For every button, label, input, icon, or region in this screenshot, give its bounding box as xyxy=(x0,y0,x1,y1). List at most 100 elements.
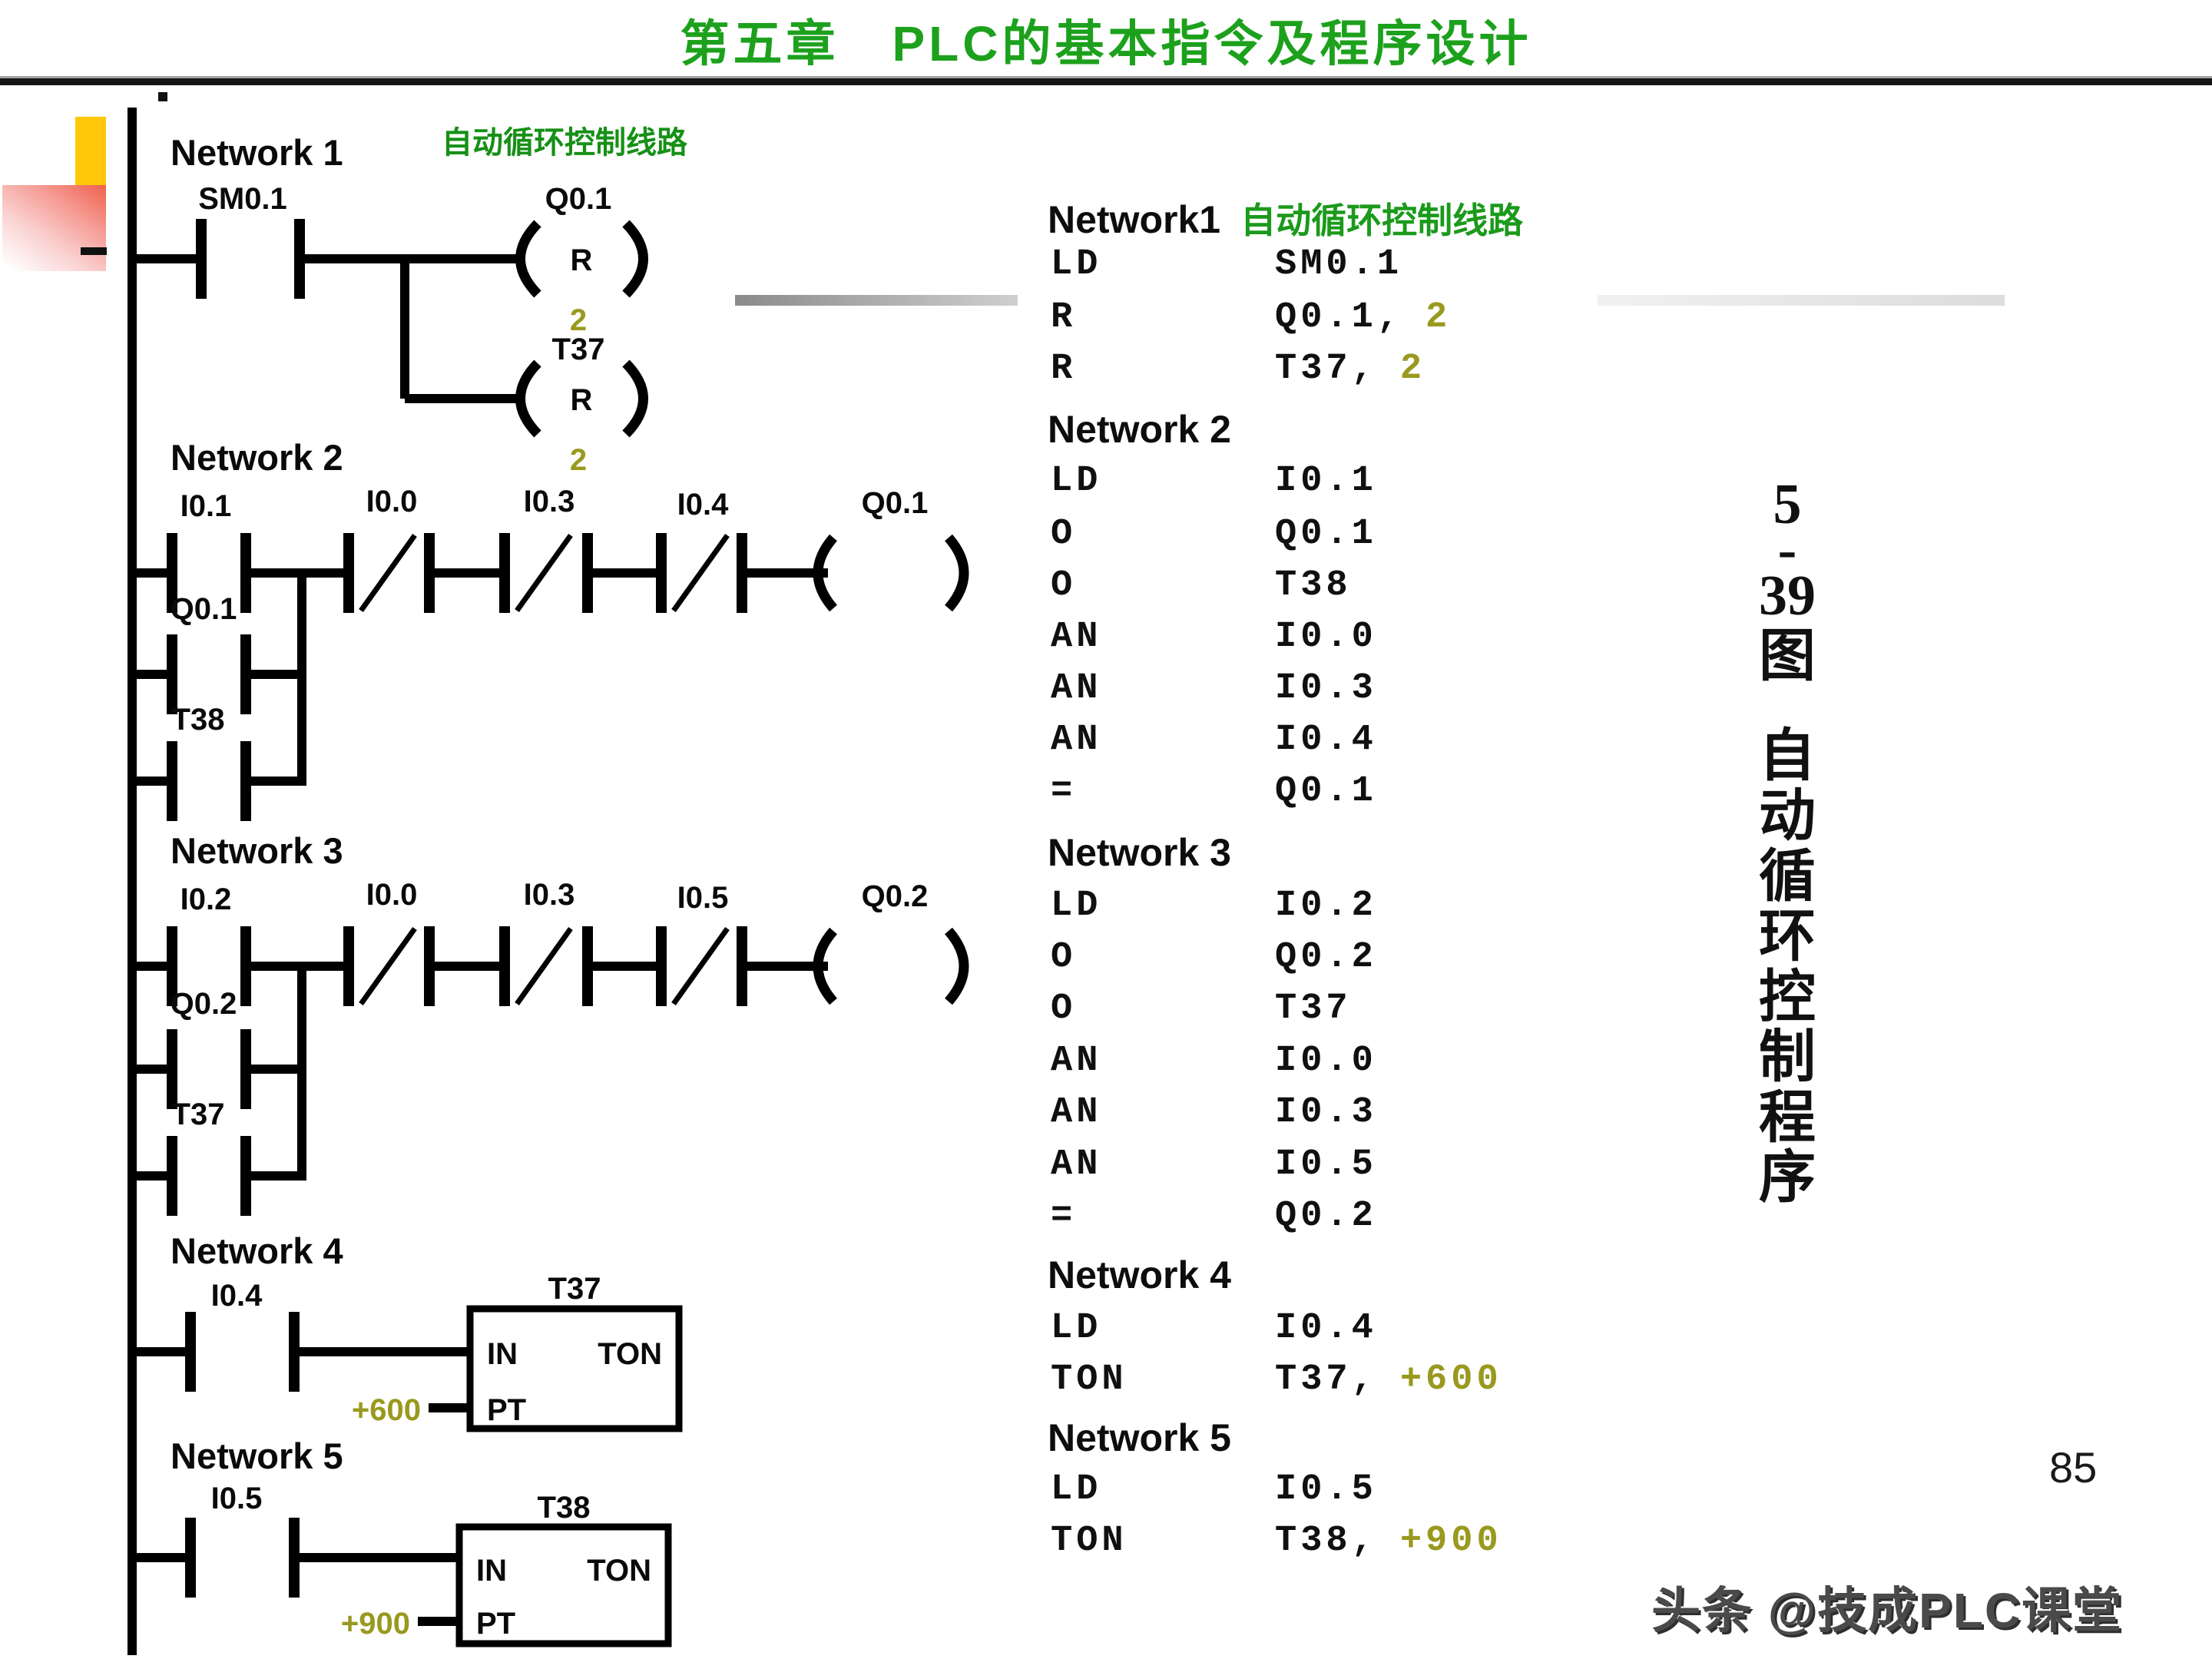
coil-paren xyxy=(813,927,838,1005)
contact-label: I0.3 xyxy=(524,485,575,518)
contact-label: I0.5 xyxy=(677,881,729,915)
timer-label: T38 xyxy=(538,1491,591,1525)
caption-char: - xyxy=(1777,518,1797,582)
ladder-network-5: Network 5 I0.5 T38 IN TON PT +900 xyxy=(132,1435,672,1647)
divider-line-right xyxy=(1598,295,2005,306)
accent-dash xyxy=(81,247,107,255)
network-title: Network 3 xyxy=(171,830,343,871)
timer-type: TON xyxy=(587,1554,651,1588)
watermark: 头条 @技成PLC课堂 xyxy=(1651,1583,2124,1638)
title-divider xyxy=(0,76,2212,85)
page-title: 第五章 PLC的基本指令及程序设计 xyxy=(680,16,1532,71)
accent-pink-gradient xyxy=(2,185,106,271)
timer-preset: +900 xyxy=(341,1607,410,1641)
caption-char: 动 xyxy=(1759,785,1816,849)
stl-network-3-header: Network 3 xyxy=(1048,831,1231,874)
caption-char: 循 xyxy=(1759,845,1816,909)
nc-slash xyxy=(515,926,573,1006)
stl-network-5-header: Network 5 xyxy=(1048,1416,1231,1459)
coil-label: Q0.2 xyxy=(862,879,929,913)
network-title: Network 4 xyxy=(171,1230,343,1271)
page-number: 85 xyxy=(2049,1443,2098,1492)
stl-network-comment: 自动循环控制线路 xyxy=(1240,200,1524,240)
contact-label: I0.4 xyxy=(211,1279,263,1313)
timer-pt-pin: PT xyxy=(476,1607,515,1641)
caption-char: 环 xyxy=(1759,906,1816,969)
stl-line: =Q0.1 xyxy=(1051,771,1377,812)
coil-param: 2 xyxy=(570,303,587,337)
branch-label: T38 xyxy=(172,703,225,737)
stl-line: =Q0.2 xyxy=(1051,1196,1377,1237)
caption-char: 制 xyxy=(1759,1026,1816,1090)
caption-char: 5 xyxy=(1773,473,1802,536)
ladder-network-3: Network 3 I0.2 I0.0 I0.3 I0.5 Q0.2 xyxy=(132,830,969,1216)
coil-paren xyxy=(515,359,541,438)
contact-bar xyxy=(294,219,305,299)
power-rail xyxy=(127,108,137,1655)
accent-dot xyxy=(158,92,167,101)
caption-char: 图 xyxy=(1759,624,1816,688)
coil-letter: R xyxy=(571,243,593,277)
divider-line-left xyxy=(735,295,1018,306)
coil-paren xyxy=(622,359,648,438)
contact-label: SM0.1 xyxy=(198,182,287,216)
coil-label: T37 xyxy=(552,333,605,366)
coil-label: Q0.1 xyxy=(862,486,929,520)
nc-slash xyxy=(359,926,417,1006)
nc-slash xyxy=(671,533,730,613)
timer-type: TON xyxy=(598,1337,662,1371)
coil-paren xyxy=(813,534,838,612)
timer-in-pin: IN xyxy=(487,1337,518,1371)
network-title: Network 2 xyxy=(171,437,343,478)
network-title: Network 1 xyxy=(171,132,343,173)
network-title: Network 5 xyxy=(171,1435,343,1476)
ladder-network-2: Network 2 I0.1 I0.0 I0.3 I0.4 Q0.1 xyxy=(132,437,969,821)
stl-network-4-header: Network 4 xyxy=(1048,1253,1231,1296)
coil-param: 2 xyxy=(570,443,587,477)
caption-char: 39 xyxy=(1759,565,1816,628)
caption-char: 程 xyxy=(1759,1086,1816,1150)
coil-letter: R xyxy=(571,383,593,417)
coil-paren xyxy=(944,927,969,1005)
contact-label: I0.1 xyxy=(180,489,232,523)
network-comment: 自动循环控制线路 xyxy=(442,126,688,160)
branch-label: Q0.2 xyxy=(171,987,237,1021)
contact-label: I0.5 xyxy=(211,1482,263,1515)
coil-paren xyxy=(515,220,541,298)
branch-label: Q0.1 xyxy=(171,592,237,626)
contact-bar xyxy=(196,219,207,299)
timer-preset: +600 xyxy=(352,1393,421,1427)
timer-pt-pin: PT xyxy=(487,1393,526,1427)
contact-label: I0.0 xyxy=(366,485,418,518)
nc-slash xyxy=(515,533,573,613)
coil-paren xyxy=(622,220,648,298)
timer-box xyxy=(466,1305,683,1432)
caption-char: 序 xyxy=(1759,1147,1816,1210)
contact-label: I0.2 xyxy=(180,882,232,916)
timer-label: T37 xyxy=(548,1272,601,1306)
contact-label: I0.4 xyxy=(677,488,729,522)
stl-network-2-header: Network 2 xyxy=(1048,408,1231,451)
caption-char: 自 xyxy=(1759,725,1816,788)
contact-label: I0.3 xyxy=(524,878,575,912)
